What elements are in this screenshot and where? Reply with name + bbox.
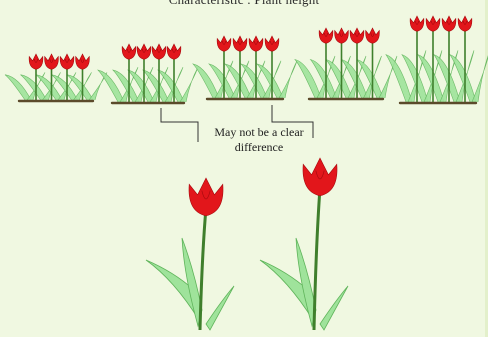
comparison-annotation: May not be a clear difference [203,125,315,155]
tulip-petal [60,54,74,69]
tulip-icon [265,36,279,51]
plant-group-5 [386,16,488,103]
tulip-petal [217,36,231,51]
tulip-icon [167,44,181,59]
enlarged-plant-left [146,178,234,330]
tulip-petal [319,28,333,43]
tulip-petal [303,158,337,196]
tulip-icon [426,16,440,31]
tulip-icon [217,36,231,51]
tulip-petal [167,44,181,59]
tulip-petal [442,16,456,31]
tulip-icon [350,28,364,43]
leaf [180,67,198,102]
tulip-petal [45,54,59,69]
tulip-petal [233,36,247,51]
enlarged-plants [146,158,348,330]
tulip-petal [29,54,43,69]
connector-line-left [161,108,198,142]
tulip-icon [122,44,136,59]
plant-group-1 [5,54,107,101]
tulip-icon [29,54,43,69]
tulip-icon [442,16,456,31]
tulip-petal [249,36,263,51]
tulip-petal [366,28,380,43]
tulip-icon [458,16,472,31]
tulip-icon [335,28,349,43]
tulip-icon [319,28,333,43]
tulip-icon [137,44,151,59]
tulip-petal [189,178,223,216]
tulip-petal [426,16,440,31]
tulip-petal [335,28,349,43]
tulip-petal [350,28,364,43]
leaf [279,61,297,98]
tulip-petal [137,44,151,59]
tulip-petal [265,36,279,51]
plant-groups [5,16,488,103]
tulip-icon [189,178,223,216]
enlarged-plant-right [260,158,348,330]
tulip-petal [122,44,136,59]
tulip-icon [45,54,59,69]
tulip-petal [410,16,424,31]
tulip-petal [76,54,90,69]
tulip-petal [458,16,472,31]
plant-group-3 [193,36,297,99]
stem [314,188,320,330]
plant-group-2 [98,44,198,103]
tulip-icon [60,54,74,69]
tulip-icon [366,28,380,43]
tulip-icon [233,36,247,51]
tulip-icon [303,158,337,196]
tulip-icon [76,54,90,69]
tulip-petal [152,44,166,59]
tulip-icon [249,36,263,51]
leaf [320,286,348,330]
tulip-icon [152,44,166,59]
stem [200,208,206,330]
plant-group-4 [295,28,397,99]
leaf [472,50,488,102]
tulip-icon [410,16,424,31]
leaf [206,286,234,330]
